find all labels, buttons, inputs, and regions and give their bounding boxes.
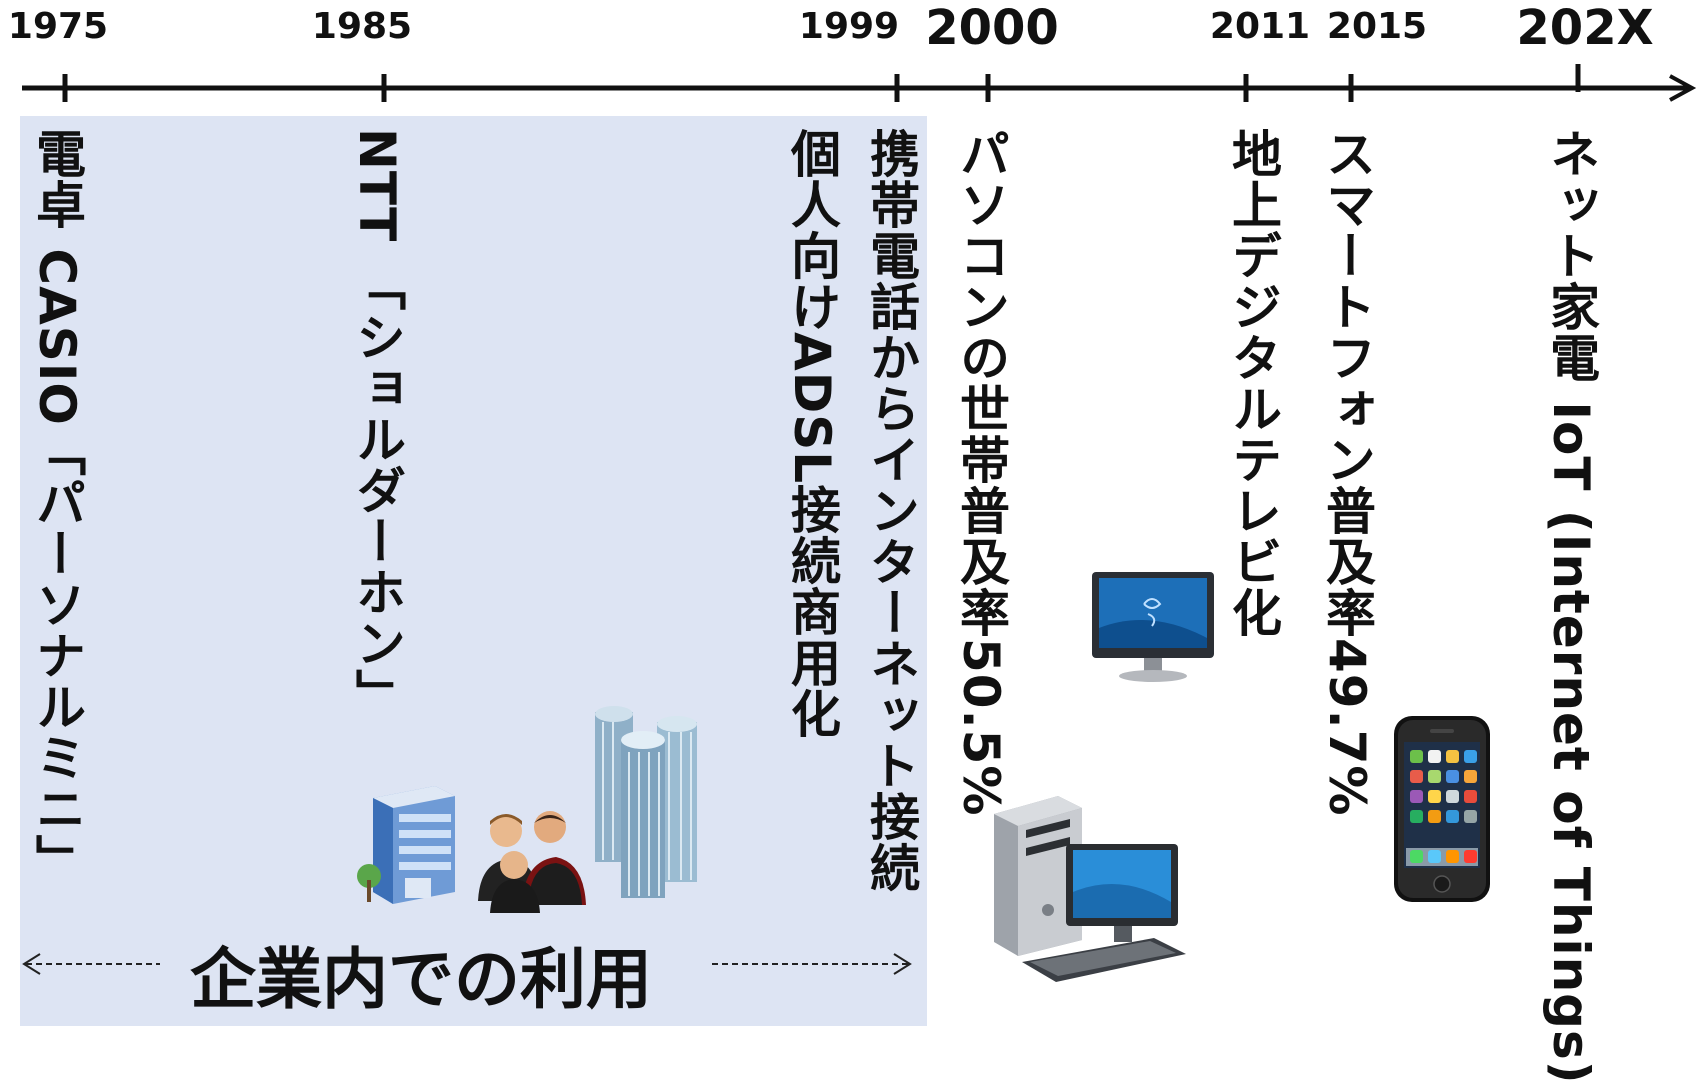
smartphone-icon xyxy=(1394,716,1490,902)
year-label-1975: 1975 xyxy=(7,6,109,47)
event-casio-personal-mini: 電卓 CASIO「パーソナルミニ」 xyxy=(28,128,86,885)
year-label-1985: 1985 xyxy=(311,6,413,47)
event-smartphone-penetration: スマートフォン普及率49.7% xyxy=(1318,128,1376,817)
office-building-icon xyxy=(357,786,455,904)
event-mobile-internet: 携帯電話からインターネット接続 xyxy=(862,128,920,893)
event-adsl-commercialization: 個人向けADSL接続商用化 xyxy=(783,128,841,740)
skyscrapers-icon xyxy=(595,706,697,898)
timeline-axis xyxy=(22,64,1697,102)
year-label-2011: 2011 xyxy=(1209,6,1311,47)
year-label-2000: 2000 xyxy=(925,0,1059,56)
year-label-2015: 2015 xyxy=(1326,6,1428,47)
corporate-use-area xyxy=(20,116,927,1026)
event-iot-home-appliances: ネット家電 IoT (Internet of Things) xyxy=(1542,128,1600,1085)
corporate-use-label: 企業内での利用 xyxy=(190,941,652,1018)
event-digital-terrestrial-tv: 地上デジタルテレビ化 xyxy=(1224,128,1282,638)
business-people-icon xyxy=(478,811,586,913)
event-ntt-shoulder-phone: NTT 「ショルダーホン」 xyxy=(348,128,406,720)
flat-tv-icon xyxy=(1092,572,1214,682)
event-pc-household-penetration: パソコンの世帯普及率50.5% xyxy=(952,128,1010,817)
desktop-pc-icon xyxy=(994,796,1186,982)
year-label-202x: 202X xyxy=(1516,0,1654,56)
corporate-range-arrow xyxy=(22,953,912,975)
year-label-1999: 1999 xyxy=(798,6,900,47)
